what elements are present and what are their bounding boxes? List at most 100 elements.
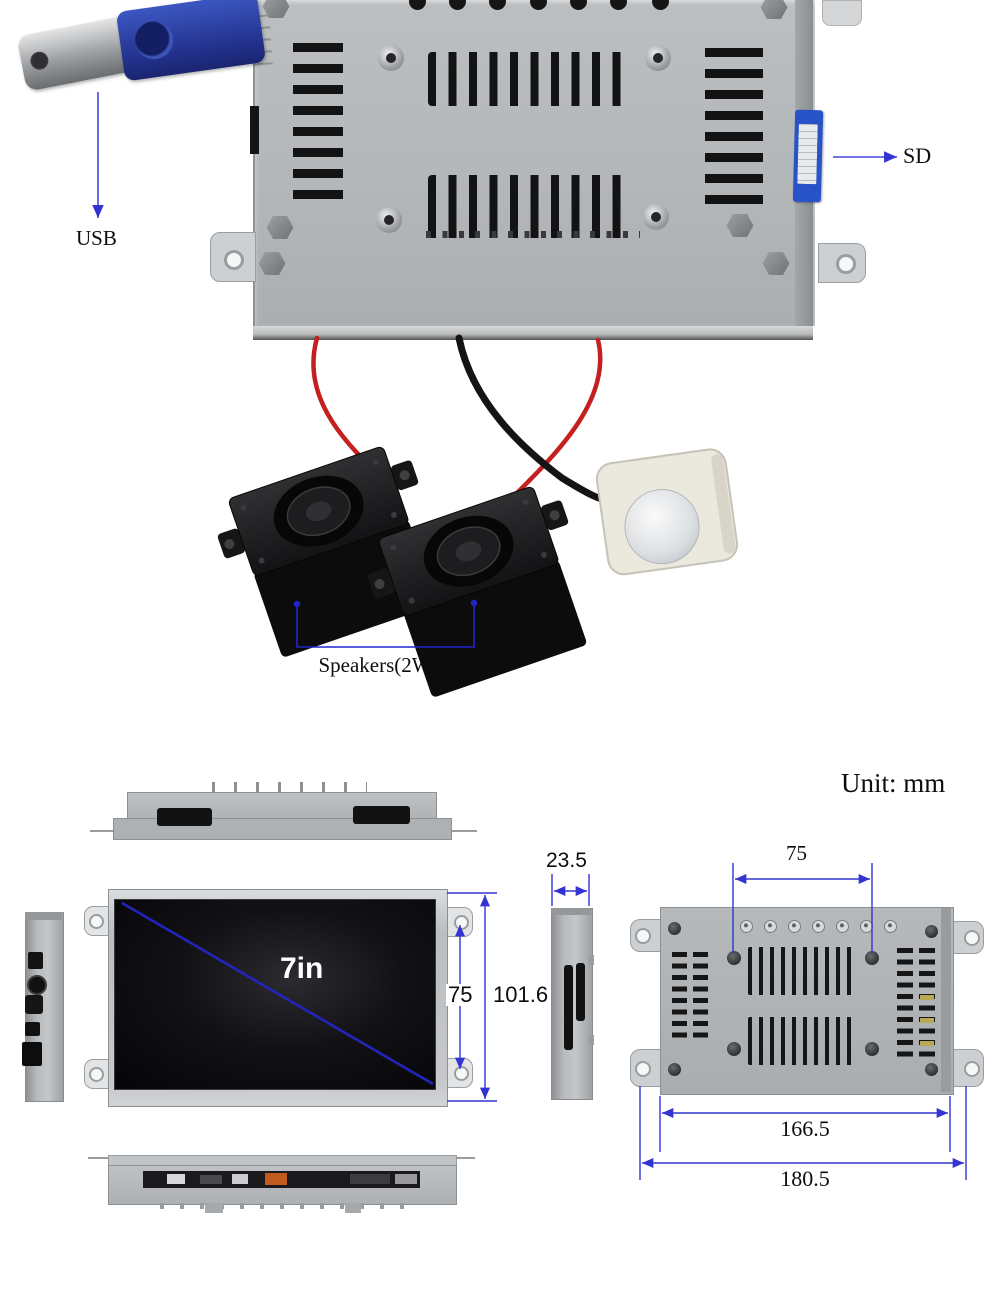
mounting-ear (84, 1059, 112, 1089)
vent-slots-right (705, 48, 763, 211)
vent-glow (920, 1018, 934, 1023)
internal-component (200, 1175, 222, 1184)
top-view-slot (157, 808, 212, 826)
bottom-pins (160, 1203, 410, 1209)
speaker-driver (423, 515, 514, 587)
hex-bolt-icon (762, 252, 790, 275)
back-vent-center-top (748, 947, 858, 995)
pir-motion-sensor (595, 448, 739, 576)
screw-icon (668, 922, 681, 935)
screw-icon (610, 0, 627, 10)
bottom-foot (345, 1203, 361, 1213)
mounting-hole (964, 1061, 980, 1077)
back-vent-right (919, 948, 935, 1060)
depth-dimension: 23.5 (546, 849, 587, 872)
back-vent-right (897, 948, 913, 1060)
screw-icon (570, 0, 587, 10)
standoff-icon (643, 204, 669, 230)
speakers-bracket (293, 599, 478, 648)
internal-component (350, 1174, 390, 1184)
standoff-icon (740, 920, 753, 933)
vesa-screw-icon (727, 951, 741, 965)
mounting-ear (444, 1058, 473, 1088)
usb-clip-hole (28, 50, 50, 72)
bottom-foot (205, 1203, 223, 1213)
screen-size-label: 7in (280, 952, 324, 985)
internal-component (265, 1173, 287, 1185)
mounting-ear (210, 232, 256, 282)
front-vesa-dimension: 75 (446, 982, 475, 1007)
hex-bolt-icon (266, 216, 294, 239)
mounting-hole (454, 1066, 469, 1081)
mounting-hole (89, 914, 104, 929)
internal-component (232, 1174, 248, 1184)
mounting-ear (630, 1049, 662, 1087)
mounting-hole (836, 254, 856, 274)
bottom-view-tab (88, 1157, 108, 1159)
back-view-edge (941, 908, 951, 1092)
standoff-icon (884, 920, 897, 933)
vent-hole-row (426, 231, 640, 238)
screw-icon (668, 1063, 681, 1076)
sd-card (792, 109, 824, 203)
usb-flash-drive (8, 0, 278, 94)
mounting-hole (454, 915, 469, 930)
vent-slots-center-top (428, 52, 633, 106)
standoff-icon (764, 920, 777, 933)
standoff-icon (860, 920, 873, 933)
body-width-dimension: 166.5 (772, 1118, 838, 1140)
speaker-driver (273, 475, 364, 547)
power-jack-icon (25, 995, 43, 1014)
side-port (250, 106, 259, 154)
front-height-dimension: 101.6 (491, 982, 551, 1007)
vent-slots-left (293, 43, 343, 208)
internal-component (167, 1174, 185, 1184)
vesa-screw-icon (865, 951, 879, 965)
mounting-hole (224, 250, 244, 270)
screw-icon (530, 0, 547, 10)
usb-label: USB (76, 226, 117, 250)
top-view-tab (435, 830, 477, 832)
screw-icon (925, 925, 938, 938)
mounting-hole (89, 1067, 104, 1082)
side-tab (589, 1035, 594, 1045)
hex-bolt-icon (726, 214, 754, 237)
vent-glow (920, 995, 934, 1000)
hex-bolt-icon (262, 0, 290, 18)
screw-icon (489, 0, 506, 10)
standoff-icon (378, 45, 404, 71)
top-view-slot (353, 806, 410, 824)
mounting-ear (444, 907, 473, 937)
mounting-hole (635, 928, 651, 944)
standoff-icon (812, 920, 825, 933)
total-width-dimension: 180.5 (772, 1168, 838, 1190)
vesa-screw-icon (865, 1042, 879, 1056)
internal-component (395, 1174, 417, 1184)
standoff-icon (788, 920, 801, 933)
standoff-icon (376, 207, 402, 233)
side-view-slot (564, 965, 573, 1050)
speaker-left (217, 446, 437, 657)
mounting-ear (951, 1049, 984, 1087)
mounting-ear (630, 919, 662, 952)
vesa-screw-icon (727, 1042, 741, 1056)
speaker-wires (311, 334, 614, 505)
side-view-slot (576, 963, 585, 1021)
left-side-cap (25, 912, 62, 920)
mounting-hole (964, 930, 980, 946)
lcd-screen (114, 899, 436, 1090)
mounting-ear (951, 921, 984, 954)
mounting-ear (822, 0, 862, 26)
standoff-row (740, 920, 900, 933)
hex-bolt-icon (258, 252, 286, 275)
usb-port-icon (22, 1042, 42, 1066)
pir-dome (624, 489, 700, 565)
speakers-label: Speakers(2W*2) (318, 653, 460, 677)
sd-card-label (797, 123, 818, 185)
usb-body-hole (132, 18, 176, 62)
top-view-pins (212, 782, 367, 793)
jack-port-icon (27, 975, 47, 995)
back-vent-center-bottom (748, 1017, 858, 1065)
side-tab (589, 955, 594, 965)
